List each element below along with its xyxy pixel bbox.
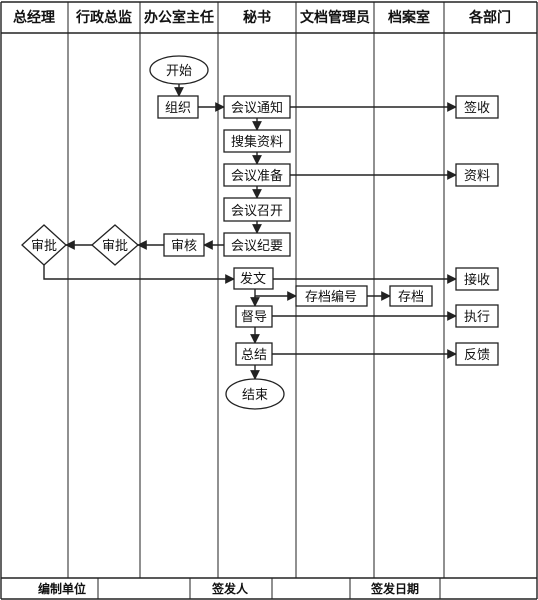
footer-compiler-label: 编制单位 (37, 581, 86, 596)
node-review: 审核 (163, 233, 205, 257)
node-start: 开始 (149, 55, 209, 85)
node-archive-number-label: 存档编号 (305, 290, 357, 305)
node-convene-label: 会议召开 (231, 204, 283, 219)
node-summary: 总结 (235, 342, 273, 366)
node-organize-label: 组织 (165, 101, 191, 116)
node-sign: 签收 (455, 95, 499, 119)
node-dispatch-label: 发文 (240, 271, 266, 287)
node-start-label: 开始 (166, 64, 192, 79)
footer-issue-date-label: 签发日期 (370, 581, 419, 596)
node-summary-label: 总结 (241, 348, 267, 363)
node-receive-label: 接收 (464, 272, 490, 288)
node-approve-director: 审批 (91, 224, 139, 266)
node-notice-label: 会议通知 (231, 100, 283, 116)
footer: 编制单位 签发人 签发日期 (37, 581, 419, 596)
node-supervise-label: 督导 (241, 310, 267, 325)
node-archive-label: 存档 (398, 290, 424, 305)
node-execute: 执行 (455, 304, 499, 328)
node-supervise: 督导 (235, 305, 273, 328)
node-approve-gm: 审批 (21, 224, 67, 266)
footer-issuer-label: 签发人 (211, 581, 249, 596)
node-minutes: 会议纪要 (223, 232, 291, 257)
lane-header-departments: 各部门 (468, 9, 511, 26)
node-dispatch: 发文 (233, 267, 274, 290)
lane-header-document-admin: 文档管理员 (300, 9, 370, 26)
node-sign-label: 签收 (464, 100, 490, 116)
lane-headers: 总经理 行政总监 办公室主任 秘书 文档管理员 档案室 各部门 (13, 9, 511, 26)
node-approve-gm-label: 审批 (31, 239, 57, 254)
node-end-label: 结束 (242, 388, 268, 403)
lane-header-admin-director: 行政总监 (75, 9, 132, 26)
node-archive-number: 存档编号 (295, 285, 368, 307)
node-collect-label: 搜集资料 (231, 134, 283, 150)
node-approve-director-label: 审批 (102, 239, 128, 254)
node-feedback: 反馈 (455, 342, 499, 366)
lane-header-secretary: 秘书 (243, 9, 271, 26)
node-receive: 接收 (455, 267, 499, 291)
node-notice: 会议通知 (223, 95, 291, 119)
node-execute-label: 执行 (464, 310, 490, 325)
node-feedback-label: 反馈 (464, 348, 490, 363)
node-materials-label: 资料 (464, 169, 490, 184)
node-organize: 组织 (157, 95, 199, 119)
node-materials: 资料 (455, 163, 499, 187)
connectors (43, 84, 457, 380)
node-convene: 会议召开 (223, 197, 291, 222)
node-end: 结束 (225, 378, 285, 410)
lane-header-office-head: 办公室主任 (144, 9, 214, 26)
node-collect: 搜集资料 (223, 129, 291, 153)
node-review-label: 审核 (171, 239, 197, 254)
node-archive: 存档 (389, 285, 433, 307)
lane-header-general-manager: 总经理 (13, 9, 55, 26)
node-minutes-label: 会议纪要 (231, 239, 283, 254)
lane-header-archive-room: 档案室 (388, 9, 430, 26)
node-prepare: 会议准备 (223, 163, 291, 187)
node-prepare-label: 会议准备 (231, 168, 283, 184)
